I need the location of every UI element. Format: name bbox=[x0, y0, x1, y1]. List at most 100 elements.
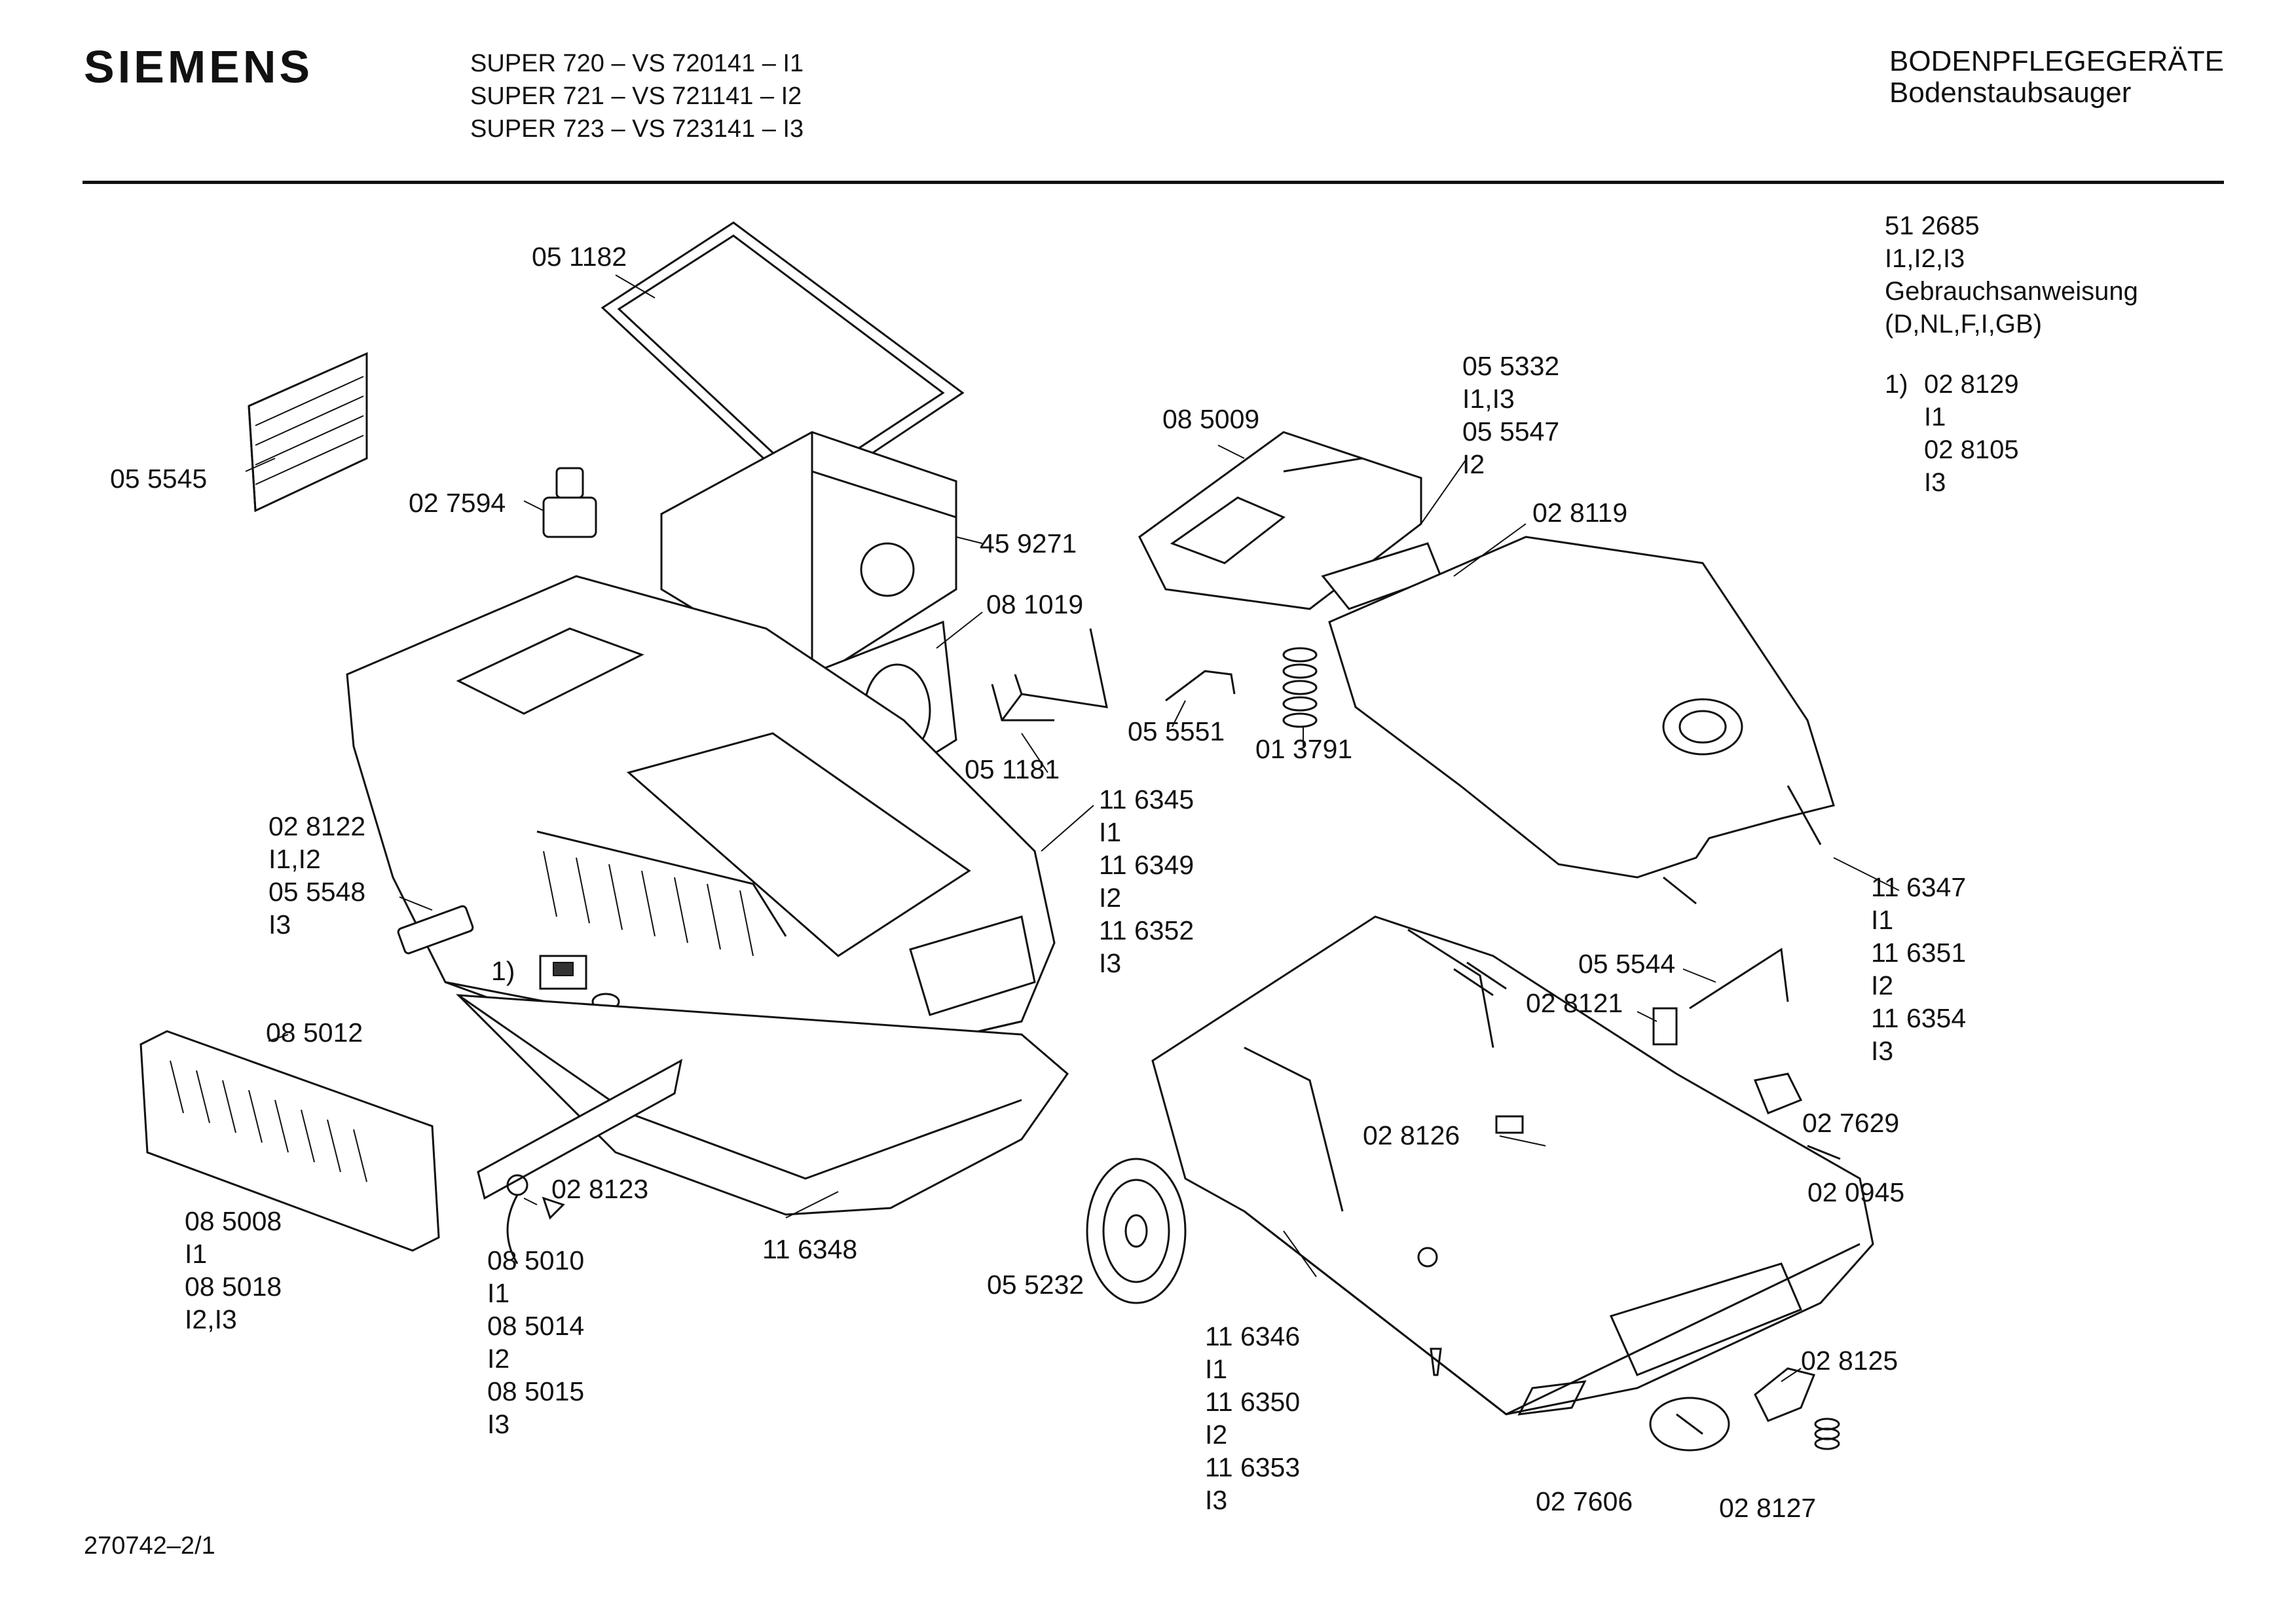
callout-085012: 08 5012 bbox=[266, 1016, 363, 1049]
callout-051182: 05 1182 bbox=[532, 240, 627, 273]
callout-line: 02 0945 bbox=[1807, 1177, 1905, 1207]
callout-line: I2,I3 bbox=[185, 1304, 237, 1334]
callout-line: 11 6353 bbox=[1205, 1452, 1301, 1482]
callout-116346: 11 6346 I1 11 6350 I2 11 6353 I3 bbox=[1205, 1320, 1300, 1516]
callout-013791: 01 3791 bbox=[1255, 733, 1352, 765]
callout-line: I1 bbox=[1205, 1354, 1228, 1384]
callout-line: 05 5232 bbox=[987, 1270, 1084, 1300]
category-subtitle: Bodenstaubsauger bbox=[1889, 77, 2132, 109]
callout-line: 02 8126 bbox=[1363, 1120, 1460, 1150]
manual-title: Gebrauchsanweisung bbox=[1885, 277, 2138, 306]
callout-line: 08 5014 bbox=[487, 1311, 585, 1341]
callout-line: I1,I3 bbox=[1462, 384, 1515, 414]
switch-part bbox=[539, 955, 620, 1011]
callout-line: 1) bbox=[491, 956, 515, 986]
callout-line: 08 5008 bbox=[185, 1206, 282, 1236]
callout-line: 11 6354 bbox=[1871, 1003, 1967, 1033]
callout-line: 08 5015 bbox=[487, 1376, 585, 1406]
top-lid-part bbox=[1328, 536, 1835, 905]
model-list: SUPER 720 – VS 720141 – I1 SUPER 721 – V… bbox=[470, 47, 804, 145]
callout-028123: 02 8123 bbox=[551, 1173, 648, 1205]
grille-part bbox=[248, 352, 368, 513]
callout-055544: 05 5544 bbox=[1578, 947, 1675, 980]
label-sticker-part bbox=[1517, 1380, 1587, 1416]
manual-info: 51 2685 I1,I2,I3 Gebrauchsanweisung (D,N… bbox=[1885, 210, 2138, 340]
callout-line: 11 6345 bbox=[1099, 784, 1194, 815]
callout-line: I1 bbox=[185, 1239, 208, 1269]
callout-line: 02 7594 bbox=[409, 488, 506, 518]
callout-line: 02 7606 bbox=[1536, 1486, 1633, 1516]
manual-languages: (D,NL,F,I,GB) bbox=[1885, 310, 2043, 339]
footnote-marker: 1) bbox=[1885, 370, 1908, 399]
model-line: SUPER 723 – VS 723141 – I3 bbox=[470, 115, 804, 143]
callout-footnote-ref: 1) bbox=[491, 955, 515, 987]
callout-line: 02 8127 bbox=[1719, 1493, 1817, 1523]
callout-027629: 02 7629 bbox=[1802, 1107, 1899, 1139]
callout-line: I3 bbox=[268, 909, 291, 940]
leader-lines bbox=[245, 274, 1900, 1382]
pin-part bbox=[1807, 1145, 1841, 1160]
brand-logo: SIEMENS bbox=[84, 41, 314, 92]
callout-line: 11 6352 bbox=[1099, 915, 1194, 945]
callout-line: 05 5547 bbox=[1462, 416, 1560, 447]
callout-line: 02 8125 bbox=[1801, 1346, 1898, 1376]
clip-part bbox=[397, 905, 474, 955]
dust-bag-part bbox=[660, 431, 957, 682]
callout-055232: 05 5232 bbox=[987, 1268, 1084, 1301]
callout-line: I3 bbox=[1871, 1036, 1894, 1066]
callout-116345: 11 6345 I1 11 6349 I2 11 6352 I3 bbox=[1099, 783, 1194, 980]
callout-line: 05 5332 bbox=[1462, 351, 1560, 381]
callout-028121: 02 8121 bbox=[1526, 987, 1623, 1019]
wheel-part bbox=[1086, 1158, 1187, 1304]
model-line: SUPER 720 – VS 720141 – I1 bbox=[470, 50, 804, 77]
small-spring-part bbox=[1814, 1418, 1840, 1450]
footnote-line: 02 8105 bbox=[1924, 435, 2019, 464]
callout-line: 11 6351 bbox=[1871, 938, 1967, 968]
callout-028126: 02 8126 bbox=[1363, 1119, 1460, 1152]
wire-part bbox=[1689, 947, 1789, 1010]
coil-spring-part bbox=[1282, 647, 1318, 728]
footnote-line: I3 bbox=[1924, 468, 1946, 497]
callout-line: 08 5009 bbox=[1162, 404, 1260, 434]
callout-028119: 02 8119 bbox=[1532, 496, 1627, 529]
callout-027594: 02 7594 bbox=[409, 486, 506, 519]
callout-028127: 02 8127 bbox=[1719, 1492, 1816, 1524]
callout-055332: 05 5332 I1,I3 05 5547 I2 bbox=[1462, 350, 1559, 481]
drawing-reference: 270742–2/1 bbox=[84, 1532, 215, 1560]
callout-line: I2 bbox=[487, 1344, 510, 1374]
callout-line: 02 8123 bbox=[551, 1174, 649, 1204]
callout-line: 11 6346 bbox=[1205, 1321, 1301, 1351]
callout-line: 11 6350 bbox=[1205, 1387, 1301, 1417]
manual-part-number: 51 2685 bbox=[1885, 211, 1980, 240]
callout-line: I1 bbox=[487, 1278, 510, 1308]
main-housing-part bbox=[346, 575, 1056, 1062]
callout-line: 08 1019 bbox=[986, 589, 1084, 619]
callout-line: 05 5545 bbox=[110, 464, 208, 494]
small-tab-part bbox=[1495, 1115, 1524, 1134]
callout-line: 02 8119 bbox=[1532, 498, 1628, 528]
manual-variants: I1,I2,I3 bbox=[1885, 244, 1965, 273]
screw-part bbox=[1430, 1347, 1442, 1376]
connector-part bbox=[1753, 1072, 1803, 1114]
callout-line: 05 1181 bbox=[965, 754, 1060, 784]
callout-line: 05 5548 bbox=[268, 877, 366, 907]
clamp-part bbox=[1754, 1367, 1816, 1422]
callout-line: I2 bbox=[1205, 1420, 1228, 1450]
button-part bbox=[542, 467, 597, 538]
callout-line: 02 8122 bbox=[268, 811, 366, 841]
cap-part bbox=[1649, 1397, 1730, 1452]
callout-line: I1 bbox=[1871, 905, 1894, 935]
small-plate-part bbox=[1652, 1007, 1678, 1046]
callout-line: 01 3791 bbox=[1255, 734, 1353, 764]
header-divider bbox=[83, 181, 2224, 184]
callout-line: 08 5012 bbox=[266, 1017, 363, 1048]
callout-028122: 02 8122 I1,I2 05 5548 I3 bbox=[268, 810, 365, 941]
callout-085008: 08 5008 I1 08 5018 I2,I3 bbox=[185, 1205, 282, 1336]
callout-116347: 11 6347 I1 11 6351 I2 11 6354 I3 bbox=[1871, 871, 1966, 1067]
callout-085009: 08 5009 bbox=[1162, 403, 1259, 435]
callout-line: 45 9271 bbox=[980, 528, 1077, 559]
cord-bracket-part bbox=[477, 1059, 683, 1264]
callout-line: I1,I2 bbox=[268, 844, 321, 874]
callout-line: I3 bbox=[1099, 948, 1122, 978]
